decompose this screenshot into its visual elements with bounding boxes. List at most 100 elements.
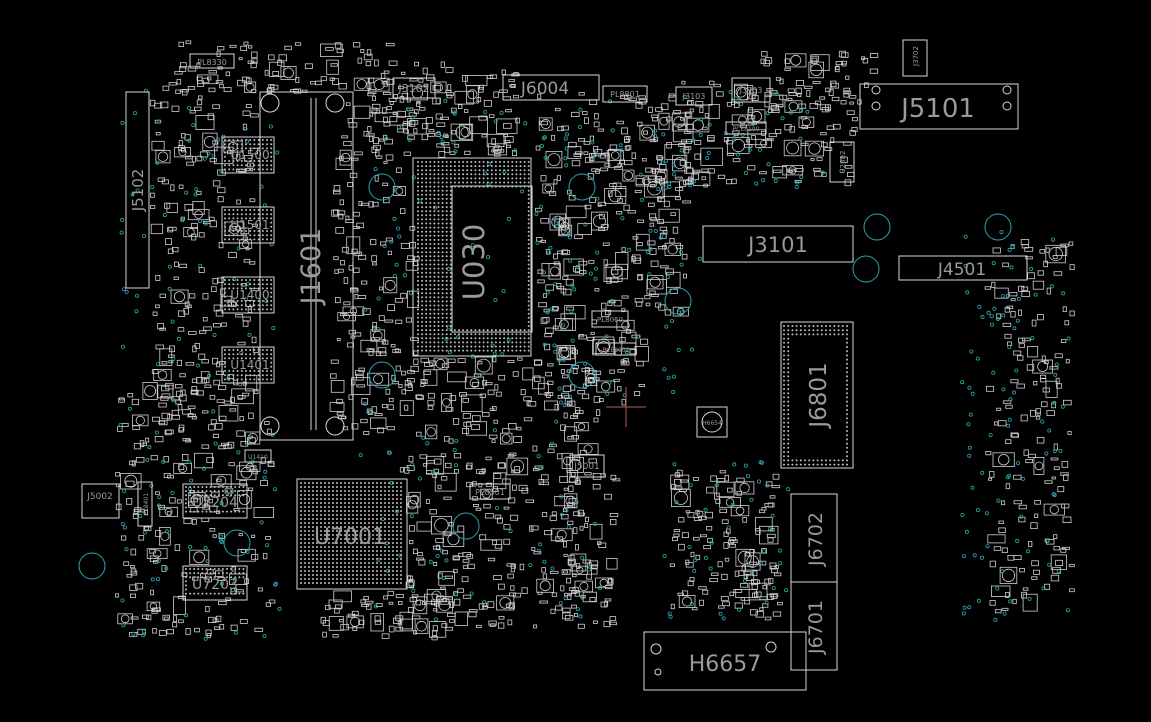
via-hole bbox=[593, 276, 598, 281]
component-footprint bbox=[614, 165, 623, 170]
connector-j5101[interactable] bbox=[859, 83, 1019, 130]
connector-j6801[interactable] bbox=[780, 321, 854, 469]
bga-pad bbox=[320, 482, 322, 484]
via-hole bbox=[679, 250, 684, 255]
via-hole bbox=[692, 568, 697, 573]
via-hole bbox=[570, 283, 575, 288]
bga-pad bbox=[249, 147, 252, 150]
via-hole bbox=[171, 356, 176, 361]
bga-pad bbox=[417, 185, 419, 188]
capacitor-pce8002[interactable] bbox=[595, 342, 637, 356]
bga-pad bbox=[384, 534, 386, 536]
chip-u7203[interactable] bbox=[182, 565, 248, 601]
chip-u1400[interactable] bbox=[221, 276, 275, 314]
hole-h6654[interactable] bbox=[696, 406, 728, 438]
inductor-pl8401[interactable] bbox=[137, 481, 153, 527]
component-footprint bbox=[770, 565, 777, 570]
component-footprint bbox=[1018, 516, 1026, 523]
connector-j3102[interactable] bbox=[392, 77, 436, 99]
bga-pad bbox=[400, 542, 402, 544]
bga-pad bbox=[249, 160, 252, 162]
chip-u7001[interactable] bbox=[296, 478, 408, 590]
memory-slot-j1601[interactable] bbox=[259, 91, 354, 441]
bga-pad bbox=[437, 316, 440, 319]
bga-pad bbox=[421, 259, 424, 262]
bga-pad bbox=[300, 554, 302, 556]
chip-u2802[interactable] bbox=[829, 141, 855, 183]
via-hole bbox=[590, 140, 595, 145]
inductor-pl8330[interactable] bbox=[189, 53, 235, 69]
component-footprint bbox=[493, 473, 502, 479]
component-footprint bbox=[764, 91, 772, 98]
component-footprint bbox=[123, 561, 130, 566]
connector-j4501[interactable] bbox=[898, 255, 1028, 281]
bga-pad bbox=[224, 353, 226, 356]
via-hole bbox=[145, 457, 150, 462]
bga-pad bbox=[348, 558, 350, 560]
bga-pad bbox=[846, 404, 848, 407]
slot-latch-top-right bbox=[325, 93, 345, 113]
connector-j5001[interactable] bbox=[569, 454, 605, 478]
bga-pad bbox=[527, 247, 530, 250]
bga-pad bbox=[249, 304, 252, 307]
bga-pad bbox=[261, 349, 264, 351]
component-footprint bbox=[605, 309, 612, 316]
component-pad bbox=[599, 578, 608, 588]
bga-pad bbox=[217, 576, 220, 579]
connector-j5102[interactable] bbox=[125, 91, 150, 289]
inductor-pl8501[interactable] bbox=[469, 483, 511, 500]
cpu-u0301[interactable] bbox=[412, 157, 532, 357]
component-footprint bbox=[363, 431, 370, 435]
chip-u1500[interactable] bbox=[221, 136, 275, 174]
capacitor-pce8100[interactable] bbox=[725, 121, 767, 135]
component-footprint bbox=[660, 103, 669, 110]
bga-pad bbox=[421, 308, 424, 311]
chip-u1410[interactable] bbox=[244, 449, 272, 463]
chip-u7204[interactable] bbox=[182, 483, 248, 519]
via-hole bbox=[568, 235, 573, 240]
bga-pad bbox=[185, 584, 187, 587]
via-hole bbox=[1007, 417, 1012, 422]
bga-pad bbox=[380, 494, 382, 496]
connector-j3703[interactable] bbox=[731, 77, 771, 103]
bga-pad bbox=[433, 161, 436, 163]
component-footprint bbox=[657, 197, 665, 203]
bga-pad bbox=[441, 165, 444, 168]
inductor-pl8060[interactable] bbox=[591, 310, 629, 328]
bga-pad bbox=[344, 546, 346, 548]
component-footprint bbox=[475, 507, 482, 511]
bga-pad bbox=[441, 189, 444, 192]
bga-pad bbox=[499, 349, 501, 352]
bga-pad bbox=[437, 197, 440, 200]
connector-j3101[interactable] bbox=[702, 225, 854, 263]
bga-pad bbox=[846, 413, 848, 416]
bga-pad bbox=[360, 522, 362, 524]
chip-u1501[interactable] bbox=[221, 206, 275, 244]
bga-pad bbox=[368, 490, 370, 492]
component-pad bbox=[416, 620, 427, 632]
connector-j6701[interactable] bbox=[790, 581, 838, 671]
component-footprint bbox=[984, 286, 991, 290]
bga-pad bbox=[433, 169, 436, 172]
component-footprint bbox=[819, 96, 826, 100]
bga-pad bbox=[482, 177, 485, 180]
bga-pad bbox=[201, 576, 204, 579]
connector-j5002[interactable] bbox=[81, 483, 120, 519]
bga-pad bbox=[783, 463, 785, 466]
component-footprint bbox=[171, 409, 179, 416]
bga-pad bbox=[226, 592, 228, 595]
inductor-pl8801[interactable] bbox=[602, 85, 648, 103]
component-footprint bbox=[200, 371, 210, 379]
hole-h6657[interactable] bbox=[643, 631, 807, 691]
bga-pad bbox=[783, 455, 785, 458]
connector-j3103[interactable] bbox=[675, 86, 713, 106]
connector-j3702[interactable] bbox=[902, 39, 928, 77]
component-footprint bbox=[591, 211, 608, 231]
bga-pad bbox=[783, 446, 785, 449]
bga-pad bbox=[266, 349, 268, 351]
component-footprint bbox=[452, 418, 460, 425]
chip-u1401[interactable] bbox=[221, 346, 275, 384]
connector-j6004[interactable] bbox=[502, 74, 600, 101]
component-footprint bbox=[170, 289, 189, 304]
